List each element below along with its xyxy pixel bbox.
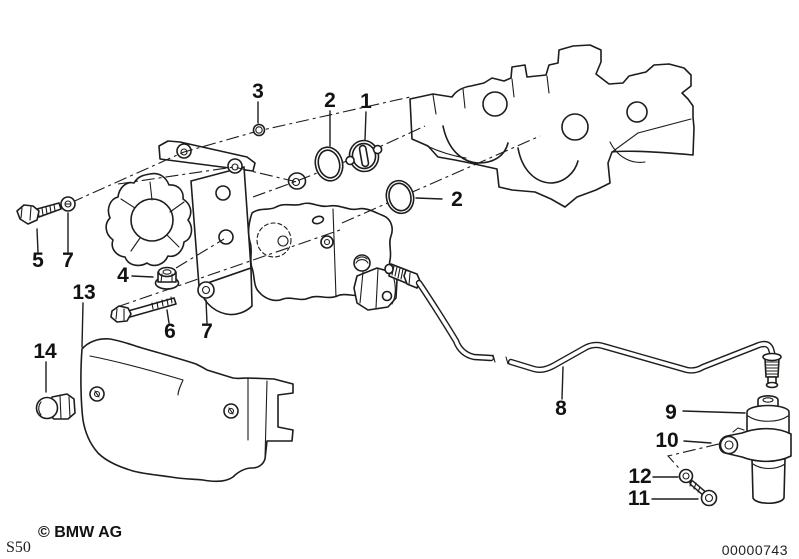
callout-3[interactable]: 3 xyxy=(252,80,264,103)
callout-6[interactable]: 6 xyxy=(164,320,176,343)
footer: © BMW AG S50 00000743 xyxy=(6,524,788,558)
copyright-text: © BMW AG xyxy=(38,524,122,541)
washer-7-lower xyxy=(197,281,215,299)
callout-4[interactable]: 4 xyxy=(117,264,129,287)
washer-12 xyxy=(678,468,694,484)
leader-lines xyxy=(36,101,746,500)
cap-nut-14 xyxy=(35,393,76,420)
callout-7a[interactable]: 7 xyxy=(62,249,74,272)
flange-nut-4 xyxy=(154,266,180,290)
callout-14[interactable]: 14 xyxy=(33,340,57,363)
bolt-6 xyxy=(110,296,177,323)
callout-11[interactable]: 11 xyxy=(628,487,651,510)
callout-7b[interactable]: 7 xyxy=(201,320,213,343)
callout-labels: 3 2 1 2 5 7 4 13 6 7 14 8 9 10 12 11 xyxy=(32,80,679,510)
bolt-5 xyxy=(16,202,62,225)
callout-1[interactable]: 1 xyxy=(360,90,372,113)
drawing-number-text: 00000743 xyxy=(722,542,788,558)
mounting-bushing xyxy=(176,143,307,190)
pressure-pipe xyxy=(415,279,777,374)
sealing-cap-1 xyxy=(345,139,383,173)
callout-9[interactable]: 9 xyxy=(665,401,677,424)
callout-10[interactable]: 10 xyxy=(655,429,678,452)
solenoid-valve-body xyxy=(353,267,398,311)
vanos-adjustment-unit xyxy=(105,140,307,316)
callout-12[interactable]: 12 xyxy=(628,465,651,488)
washer-7-upper xyxy=(60,196,76,212)
callout-8[interactable]: 8 xyxy=(555,397,567,420)
callout-5[interactable]: 5 xyxy=(32,249,44,272)
callout-2a[interactable]: 2 xyxy=(324,89,336,112)
pipe-end-connector xyxy=(762,352,782,389)
o-ring-2-lower xyxy=(385,179,415,215)
o-ring-2-upper xyxy=(314,146,344,182)
callout-13[interactable]: 13 xyxy=(72,281,95,304)
sealing-ring-3 xyxy=(252,123,266,137)
model-code-text: S50 xyxy=(6,539,31,556)
heat-shield xyxy=(80,338,294,483)
clamp-bracket xyxy=(718,427,792,463)
oil-valve-block xyxy=(247,202,398,311)
bolt-11 xyxy=(689,479,718,507)
cylinder-head-drawing xyxy=(409,44,695,208)
callout-2b[interactable]: 2 xyxy=(451,188,463,211)
